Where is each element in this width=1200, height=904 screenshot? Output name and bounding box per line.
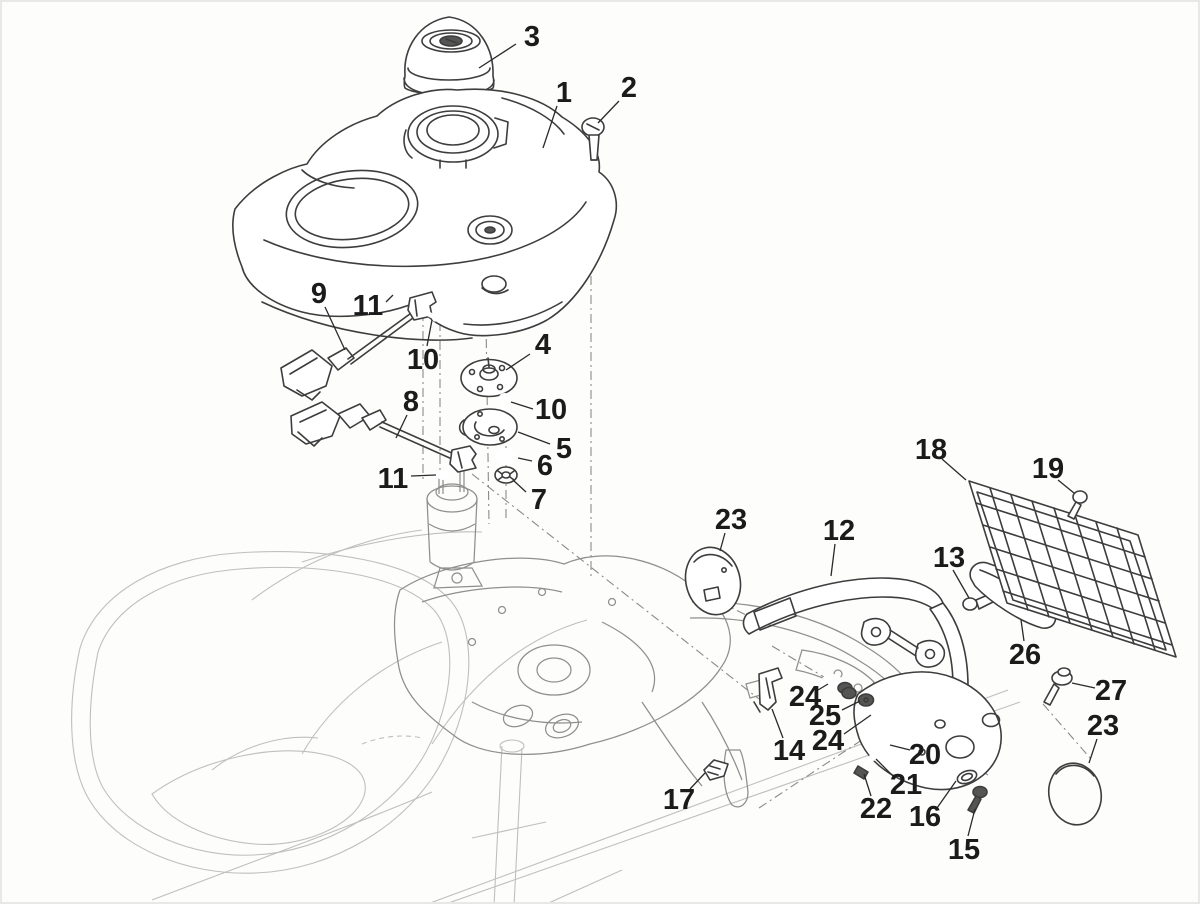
callout-21: 21 [890, 769, 922, 801]
callout-23b: 23 [1087, 710, 1119, 742]
part-fuel-filler-cap [403, 16, 495, 104]
part-c-ring [956, 769, 978, 785]
callout-labels: 3 1 2 9 11 10 4 10 5 6 7 8 11 23 12 13 1… [311, 21, 1127, 866]
rear-frame-plate [393, 555, 773, 808]
callout-23a: 23 [715, 504, 747, 536]
callout-4: 4 [535, 329, 551, 361]
callout-13: 13 [933, 542, 965, 574]
part-clip-nut [703, 759, 729, 781]
callout-20: 20 [909, 739, 941, 771]
callout-12: 12 [823, 515, 855, 547]
callout-10a: 10 [407, 344, 439, 376]
part-cover-disc-right [1047, 762, 1103, 826]
part-nut-upper [387, 289, 401, 299]
callout-10b: 10 [535, 394, 567, 426]
callout-7: 7 [531, 484, 547, 516]
callout-8: 8 [403, 386, 419, 418]
callout-11a: 11 [353, 290, 384, 322]
callout-17: 17 [663, 784, 695, 816]
callout-24a: 24 [789, 681, 821, 713]
seat-lock-cylinder [426, 470, 484, 589]
callout-9: 9 [311, 278, 327, 310]
callout-18: 18 [915, 434, 947, 466]
callout-19: 19 [1032, 453, 1064, 485]
part-pin-22 [853, 765, 869, 780]
part-plug-bolt [1043, 667, 1073, 706]
part-latch-bracket-upper [407, 291, 442, 324]
part-support-bracket [753, 667, 783, 713]
part-mudguard [742, 577, 1002, 791]
part-washer-flat [495, 448, 517, 464]
part-lock-flange-disc [460, 357, 518, 398]
callout-5: 5 [556, 433, 572, 465]
part-spacer-set [821, 674, 891, 719]
part-flap-screw [967, 785, 988, 814]
callout-22: 22 [860, 793, 892, 825]
part-helmet-compartment-cover [232, 88, 618, 341]
callout-leader-lines [324, 43, 1098, 837]
callout-1: 1 [556, 77, 572, 109]
part-lock-cam-plate [458, 408, 518, 446]
callout-11b: 11 [378, 463, 409, 495]
callout-25: 25 [809, 700, 841, 732]
part-lock-cable-lower [290, 401, 477, 473]
scooter-body-helmet-bucket [71, 529, 588, 874]
part-nut-lower [436, 470, 450, 480]
callout-24b: 24 [812, 725, 844, 757]
callout-26: 26 [1009, 639, 1041, 671]
callout-3: 3 [524, 21, 540, 53]
part-washer-star [494, 466, 518, 484]
exploded-parts [232, 16, 1177, 826]
part-grille-screw [1067, 490, 1088, 520]
callout-14: 14 [773, 735, 805, 767]
part-vent-grille [968, 480, 1177, 658]
callout-16: 16 [909, 801, 941, 833]
callout-15: 15 [948, 834, 980, 866]
callout-6: 6 [537, 450, 553, 482]
callout-2: 2 [621, 72, 637, 104]
callout-27: 27 [1095, 675, 1127, 707]
part-cover-disc-left [684, 546, 742, 616]
